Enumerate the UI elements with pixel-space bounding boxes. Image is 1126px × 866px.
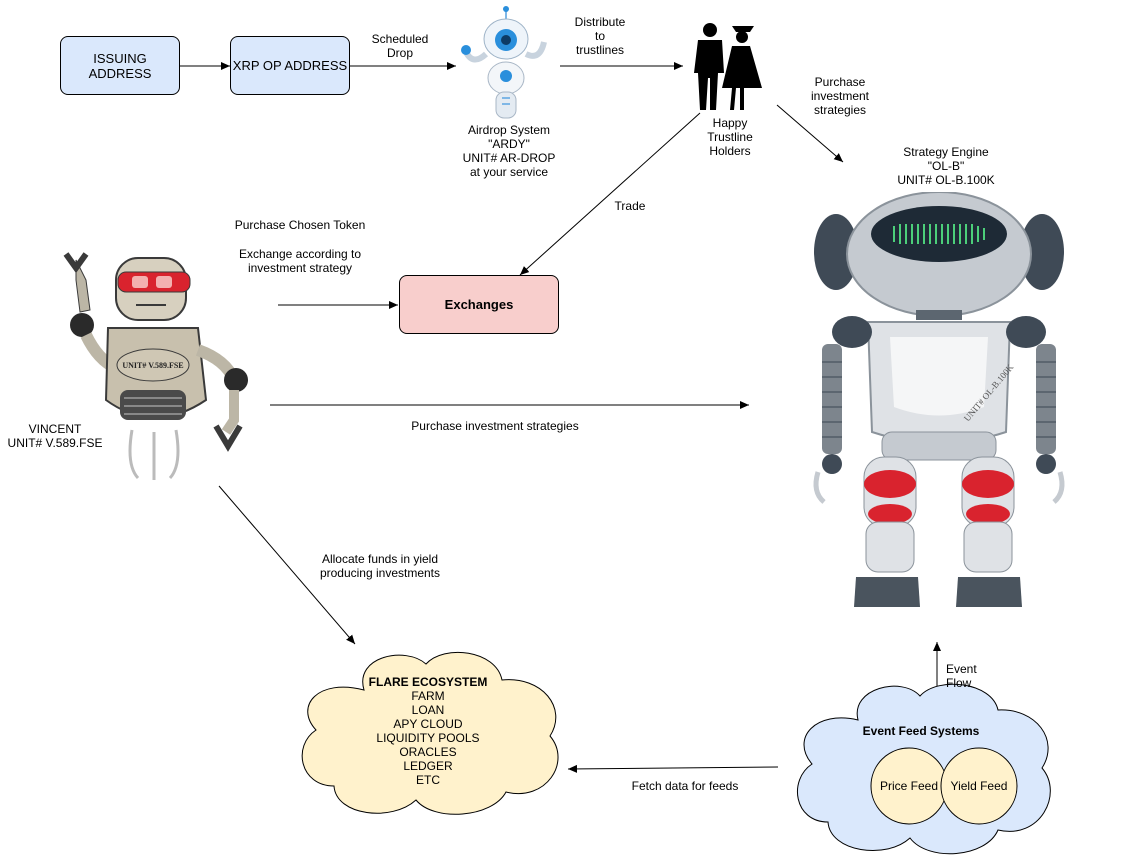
airdrop-line-4: at your service [469, 165, 549, 179]
exchange-according-label: Exchange according to investment strateg… [220, 247, 380, 275]
allocate-line-2: producing investments [319, 566, 441, 580]
holders-line-2: Trustline [707, 130, 753, 144]
trustline-holders-label: Happy Trustline Holders [690, 116, 770, 158]
flare-item-farm: FARM [411, 689, 445, 703]
vincent-robot-icon: UNIT# V.589.FSE [63, 252, 248, 480]
purchase-top-line-1: Purchase [814, 75, 866, 89]
purchase-strategies-mid-label: Purchase investment strategies [411, 419, 579, 433]
scheduled-drop-line-1: Scheduled [371, 32, 429, 46]
purchase-top-line-3: strategies [813, 103, 867, 117]
issuing-address-label: ISSUING ADDRESS [88, 50, 152, 81]
holders-line-1: Happy [712, 116, 748, 130]
flare-title: FLARE ECOSYSTEM [368, 675, 488, 689]
event-flow-line-2: Flow [946, 676, 972, 690]
event-flow-label: Event Flow [946, 662, 977, 690]
airdrop-line-2: "ARDY" [488, 137, 530, 151]
distribute-line-1: Distribute [574, 15, 626, 29]
fetch-data-label: Fetch data for feeds [631, 779, 739, 793]
scheduled-drop-line-2: Drop [386, 46, 413, 60]
flare-item-oracles: ORACLES [399, 745, 457, 759]
allocate-funds-label: Allocate funds in yield producing invest… [305, 552, 455, 580]
trustline-holders-icon [694, 23, 762, 110]
flare-item-etc: ETC [416, 773, 440, 787]
purchase-strategies-top-label: Purchase investment strategies [800, 75, 880, 117]
allocate-line-1: Allocate funds in yield [321, 552, 439, 566]
edge-vincent-to-flare [218, 485, 356, 645]
edge-event-to-flare [567, 764, 779, 773]
yield-feed-label: Yield Feed [950, 779, 1008, 793]
airdrop-line-3: UNIT# AR-DROP [462, 151, 556, 165]
distribute-line-3: trustlines [575, 43, 625, 57]
xrp-op-address-label: XRP OP ADDRESS [232, 58, 348, 73]
airdrop-line-1: Airdrop System [467, 123, 551, 137]
vincent-line-2: UNIT# V.589.FSE [7, 436, 103, 450]
event-flow-line-1: Event [946, 662, 977, 676]
strategy-engine-robot-icon: UNIT# OL-B.100K [813, 192, 1065, 607]
event-feed-cloud [797, 683, 1051, 855]
strategy-line-2: "OL-B" [927, 159, 965, 173]
price-feed-label: Price Feed [879, 779, 939, 793]
purchase-top-line-2: investment [810, 89, 870, 103]
edge-holders-to-exchanges [519, 112, 701, 276]
issuing-address-box[interactable]: ISSUING ADDRESS [60, 36, 180, 95]
exchanges-label: Exchanges [444, 297, 514, 312]
distribute-line-2: to [594, 29, 605, 43]
strategy-line-3: UNIT# OL-B.100K [897, 173, 995, 187]
purchase-chosen-token-label: Purchase Chosen Token [234, 218, 366, 232]
xrp-op-address-box[interactable]: XRP OP ADDRESS [230, 36, 350, 95]
exchange-according-line-2: investment strategy [247, 261, 353, 275]
strategy-engine-label: Strategy Engine "OL-B" UNIT# OL-B.100K [871, 145, 1021, 187]
scheduled-drop-label: Scheduled Drop [360, 32, 440, 60]
airdrop-system-label: Airdrop System "ARDY" UNIT# AR-DROP at y… [446, 123, 572, 179]
flare-item-liquidity-pools: LIQUIDITY POOLS [376, 731, 480, 745]
exchange-according-line-1: Exchange according to [238, 247, 362, 261]
flare-item-apy-cloud: APY CLOUD [393, 717, 463, 731]
flare-item-ledger: LEDGER [403, 759, 453, 773]
trade-label: Trade [614, 199, 646, 213]
flare-ecosystem-text: FLARE ECOSYSTEM FARM LOAN APY CLOUD LIQU… [346, 675, 510, 787]
holders-line-3: Holders [709, 144, 751, 158]
exchanges-box[interactable]: Exchanges [399, 275, 559, 334]
airdrop-robot-icon [461, 6, 547, 119]
vincent-chest-text: UNIT# V.589.FSE [122, 361, 183, 370]
flare-ecosystem-cloud [301, 651, 559, 815]
vincent-label: VINCENT UNIT# V.589.FSE [0, 422, 110, 450]
distribute-label: Distribute to trustlines [560, 15, 640, 57]
vincent-line-1: VINCENT [28, 422, 82, 436]
event-feed-title: Event Feed Systems [862, 724, 980, 738]
flare-item-loan: LOAN [411, 703, 445, 717]
edge-holders-to-strategy [776, 104, 844, 163]
strategy-line-1: Strategy Engine [903, 145, 989, 159]
